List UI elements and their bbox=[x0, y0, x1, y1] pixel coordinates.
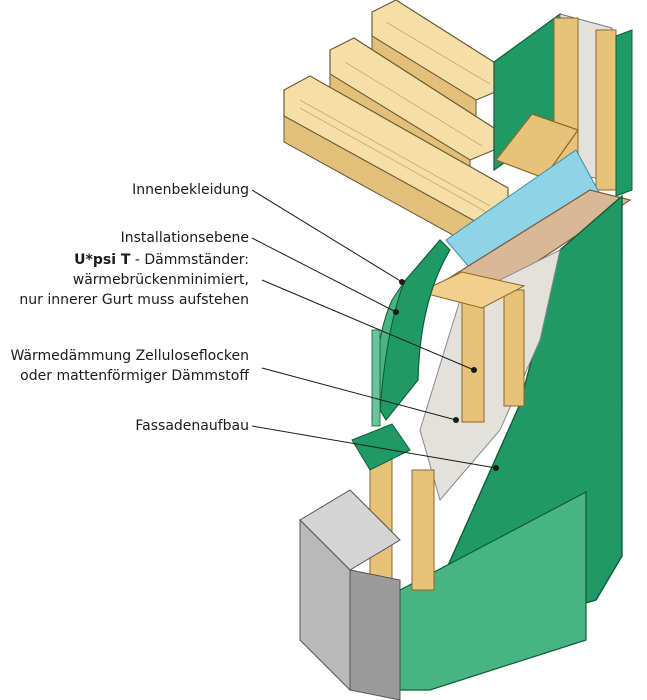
label-installationsebene: Installationsebene bbox=[121, 228, 249, 248]
label-installationsebene-text: Installationsebene bbox=[120, 230, 249, 246]
leader-innenbekleidung bbox=[251, 189, 403, 283]
label-fassade: Fassadenaufbau bbox=[135, 416, 249, 436]
leader-dot-4 bbox=[453, 417, 459, 423]
label-daemmung-line2: oder mattenförmiger Dämmstoff bbox=[20, 368, 249, 384]
label-upsi-bold: U*psi T bbox=[74, 252, 131, 268]
label-innenbekleidung-text: Innenbekleidung bbox=[132, 182, 249, 198]
stud-lower-2 bbox=[411, 469, 435, 591]
leader-daemmstaender bbox=[261, 279, 475, 371]
leader-daemmung bbox=[261, 367, 457, 421]
leader-fassade bbox=[251, 425, 497, 469]
sill-beam bbox=[495, 113, 579, 179]
leader-dot-1 bbox=[399, 279, 405, 285]
concrete-base bbox=[299, 489, 401, 700]
label-daemmung: Wärmedämmung Zelluloseflocken oder matte… bbox=[10, 346, 249, 386]
upper-wall bbox=[493, 12, 633, 197]
inner-board-lower bbox=[351, 423, 411, 471]
label-innenbekleidung: Innenbekleidung bbox=[132, 180, 249, 200]
label-daemmung-line1: Wärmedämmung Zelluloseflocken bbox=[10, 348, 249, 364]
leader-dot-3 bbox=[471, 367, 477, 373]
upper-wall-green-outer bbox=[615, 29, 633, 197]
label-daemmstaender: U*psi T - Dämmständer: wärmebrückenminim… bbox=[19, 250, 249, 310]
label-fassade-text: Fassadenaufbau bbox=[135, 418, 249, 434]
daemmstaender bbox=[369, 271, 526, 591]
label-daemmstaender-line3: nur innerer Gurt muss aufstehen bbox=[19, 292, 249, 308]
label-daemmstaender-line1: U*psi T - Dämmständer: bbox=[19, 250, 249, 270]
label-upsi-rest: - Dämmständer: bbox=[130, 252, 249, 268]
top-plate bbox=[418, 271, 526, 309]
stud-main-2 bbox=[503, 289, 525, 407]
leader-installationsebene bbox=[251, 237, 397, 313]
installation-pipe bbox=[371, 329, 381, 427]
upper-wall-stud-2 bbox=[595, 29, 617, 191]
facade-layer bbox=[399, 194, 623, 691]
label-daemmstaender-line2: wärmebrückenminimiert, bbox=[72, 272, 249, 288]
stud-main-1 bbox=[461, 295, 485, 423]
ceiling-beams bbox=[283, 0, 509, 251]
leader-dot-5 bbox=[493, 465, 499, 471]
leader-dot-2 bbox=[393, 309, 399, 315]
concrete-side bbox=[349, 569, 401, 700]
